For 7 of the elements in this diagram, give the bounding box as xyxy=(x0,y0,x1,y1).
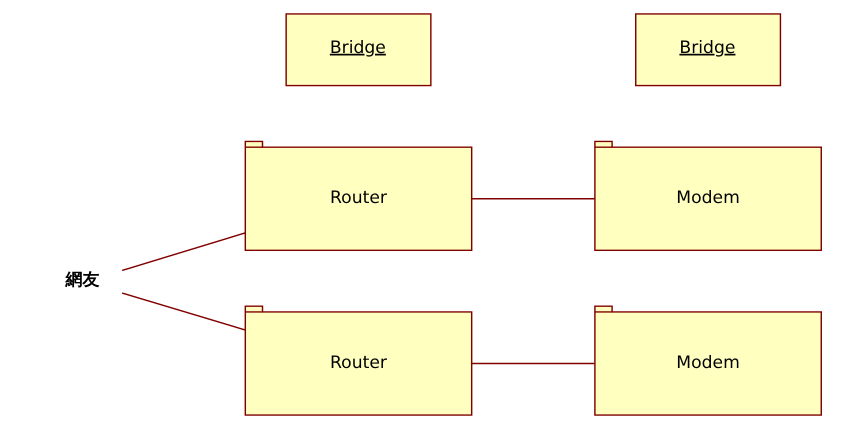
connector xyxy=(121,232,245,272)
node-box: Bridge xyxy=(284,13,432,86)
connector xyxy=(121,292,245,331)
node-text: 網友 xyxy=(65,270,100,290)
connector xyxy=(472,198,594,200)
connector xyxy=(472,362,594,364)
node-box: Bridge xyxy=(634,13,781,86)
